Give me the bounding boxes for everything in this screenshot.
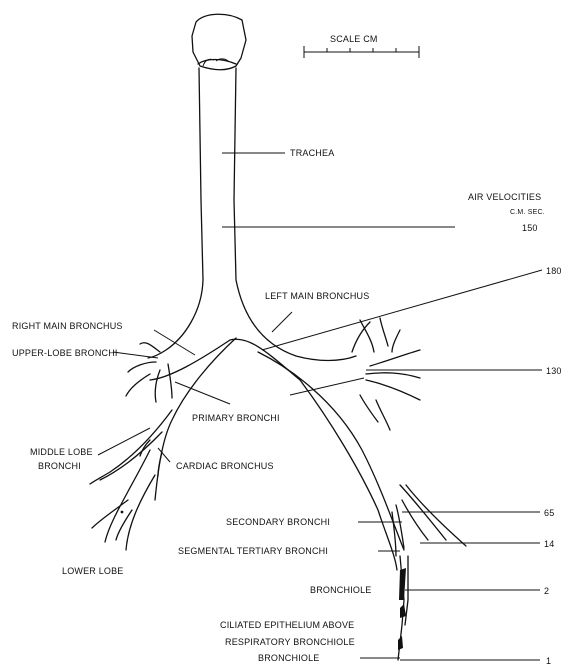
upper-lobe-bronchi-label: UPPER-LOBE BRONCHI (12, 348, 118, 358)
right-main-bronchus-label: RIGHT MAIN BRONCHUS (12, 321, 123, 331)
leader-lines (98, 153, 542, 660)
middle-lobe-bronchi-label: BRONCHI (38, 461, 81, 471)
air-velocities-title: AIR VELOCITIES (468, 192, 541, 202)
velocity-secondary-bronchi: 65 (544, 508, 554, 518)
cardiac-bronchus-label: CARDIAC BRONCHUS (176, 461, 274, 471)
bronchiole-sub-label: BRONCHIOLE (258, 653, 320, 663)
air-velocities-header: AIR VELOCITIES C.M. SEC. (468, 192, 545, 216)
velocity-trachea: 150 (522, 223, 538, 233)
air-velocity-values: 150 180 130 65 14 2 1 (522, 223, 562, 665)
lower-lobe-label: LOWER LOBE (62, 566, 124, 576)
velocity-unit: C.M. SEC. (510, 209, 545, 216)
trachea-label: TRACHEA (290, 148, 334, 158)
middle-lobe-label: MIDDLE LOBE (30, 447, 93, 457)
left-main-bronchus-label: LEFT MAIN BRONCHUS (265, 291, 369, 301)
velocity-primary-bronchi: 130 (546, 366, 562, 376)
scale-bar: SCALE CM (304, 34, 419, 58)
velocity-respiratory-bronchiole: 1 (546, 656, 551, 665)
bronchiole-label: BRONCHIOLE (310, 585, 372, 595)
secondary-bronchi-label: SECONDARY BRONCHI (226, 517, 330, 527)
primary-bronchi-label: PRIMARY BRONCHI (192, 413, 280, 423)
larynx (192, 14, 246, 70)
velocity-bronchiole: 2 (544, 586, 549, 596)
airway-main-structure (90, 68, 466, 660)
segmental-tertiary-bronchi-label: SEGMENTAL TERTIARY BRONCHI (178, 546, 328, 556)
respiratory-bronchiole-label: RESPIRATORY BRONCHIOLE (225, 637, 355, 647)
ciliated-epithelium-label: CILIATED EPITHELIUM ABOVE (220, 620, 354, 630)
scale-label: SCALE CM (330, 34, 378, 44)
velocity-left-main-bronchus: 180 (546, 266, 562, 276)
velocity-segmental-tertiary-bronchi: 14 (544, 539, 554, 549)
